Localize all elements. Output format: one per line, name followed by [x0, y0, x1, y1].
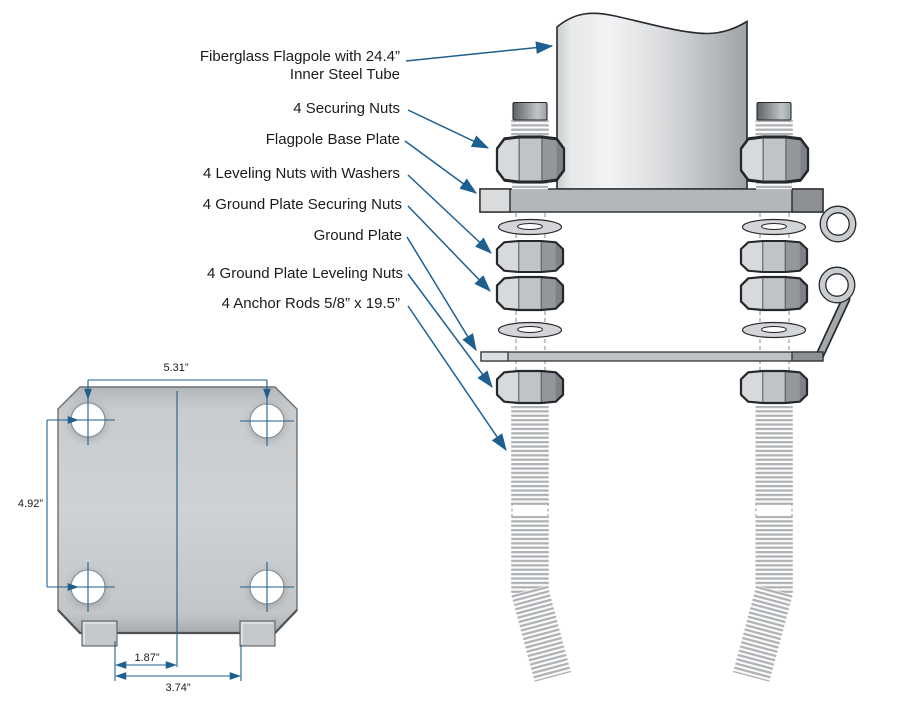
washer-lower-left: [497, 321, 563, 339]
securing-nut-right: [739, 135, 810, 184]
dim-bottom: [114, 641, 242, 681]
dim-left-height: [46, 416, 79, 591]
leader-securing-nuts: [407, 109, 490, 149]
callout-leveling-nuts: 4 Leveling Nuts with Washers: [203, 165, 400, 182]
dim-label-bottom-outer: 3.74”: [165, 682, 190, 694]
leader-leveling-nuts: [407, 174, 492, 254]
dim-label-bottom-inner: 1.87”: [134, 652, 159, 664]
stud-left: [511, 101, 549, 190]
rope-ring-upper: [820, 206, 856, 242]
dim-top-width: [84, 379, 271, 400]
dim-label-top-width: 5.31”: [163, 362, 188, 374]
anchor-rod-left: [511, 406, 572, 682]
stud-right: [755, 101, 793, 190]
plate-tab-right: [239, 620, 276, 647]
dim-label-left-height: 4.92”: [18, 498, 43, 510]
ground-plate-securing-nut-left: [495, 275, 565, 312]
callout-flagpole-line2: Inner Steel Tube: [290, 66, 400, 83]
callout-flagpole-line1: Fiberglass Flagpole with 24.4”: [200, 48, 400, 65]
callout-anchor-rods: 4 Anchor Rods 5/8” x 19.5”: [222, 295, 400, 312]
ground-plate-securing-nut-right: [739, 275, 809, 312]
callout-securing-nuts: 4 Securing Nuts: [293, 100, 400, 117]
callout-ground-plate-securing-nuts: 4 Ground Plate Securing Nuts: [203, 196, 402, 213]
assembly-side-view: [479, 12, 856, 682]
leader-ground-plate-leveling-nuts: [407, 273, 493, 389]
rope-ring-lower: [819, 267, 855, 303]
washer-upper-right: [741, 218, 807, 236]
callout-base-plate: Flagpole Base Plate: [266, 131, 400, 148]
leader-base-plate: [404, 140, 478, 194]
leveling-nut-right: [739, 239, 809, 274]
ground-plate-leveling-nut-left: [495, 369, 565, 405]
washer-upper-left: [497, 218, 563, 236]
leveling-nut-left: [495, 239, 565, 274]
plate-tab-left: [81, 620, 118, 647]
flagpole: [556, 12, 748, 190]
leader-anchor-rods: [407, 305, 507, 452]
plate-construction-lines: [46, 379, 294, 681]
ground-plate-leveling-nut-right: [739, 369, 809, 405]
leader-ground-plate-securing-nuts: [407, 205, 491, 292]
plate-top-view: 5.31” 4.92” 1.87” 3.74”: [18, 362, 298, 694]
washer-lower-right: [741, 321, 807, 339]
anchor-rod-right: [732, 406, 793, 682]
ground-plate-bar: [480, 267, 855, 362]
leader-ground-plate: [406, 236, 477, 352]
securing-nut-left: [495, 135, 566, 184]
base-plate-bar: [479, 188, 856, 242]
leader-flagpole: [405, 41, 554, 62]
callout-ground-plate: Ground Plate: [314, 227, 402, 244]
callouts: Fiberglass Flagpole with 24.4” Inner Ste…: [200, 41, 554, 452]
callout-ground-plate-leveling-nuts: 4 Ground Plate Leveling Nuts: [207, 265, 403, 282]
